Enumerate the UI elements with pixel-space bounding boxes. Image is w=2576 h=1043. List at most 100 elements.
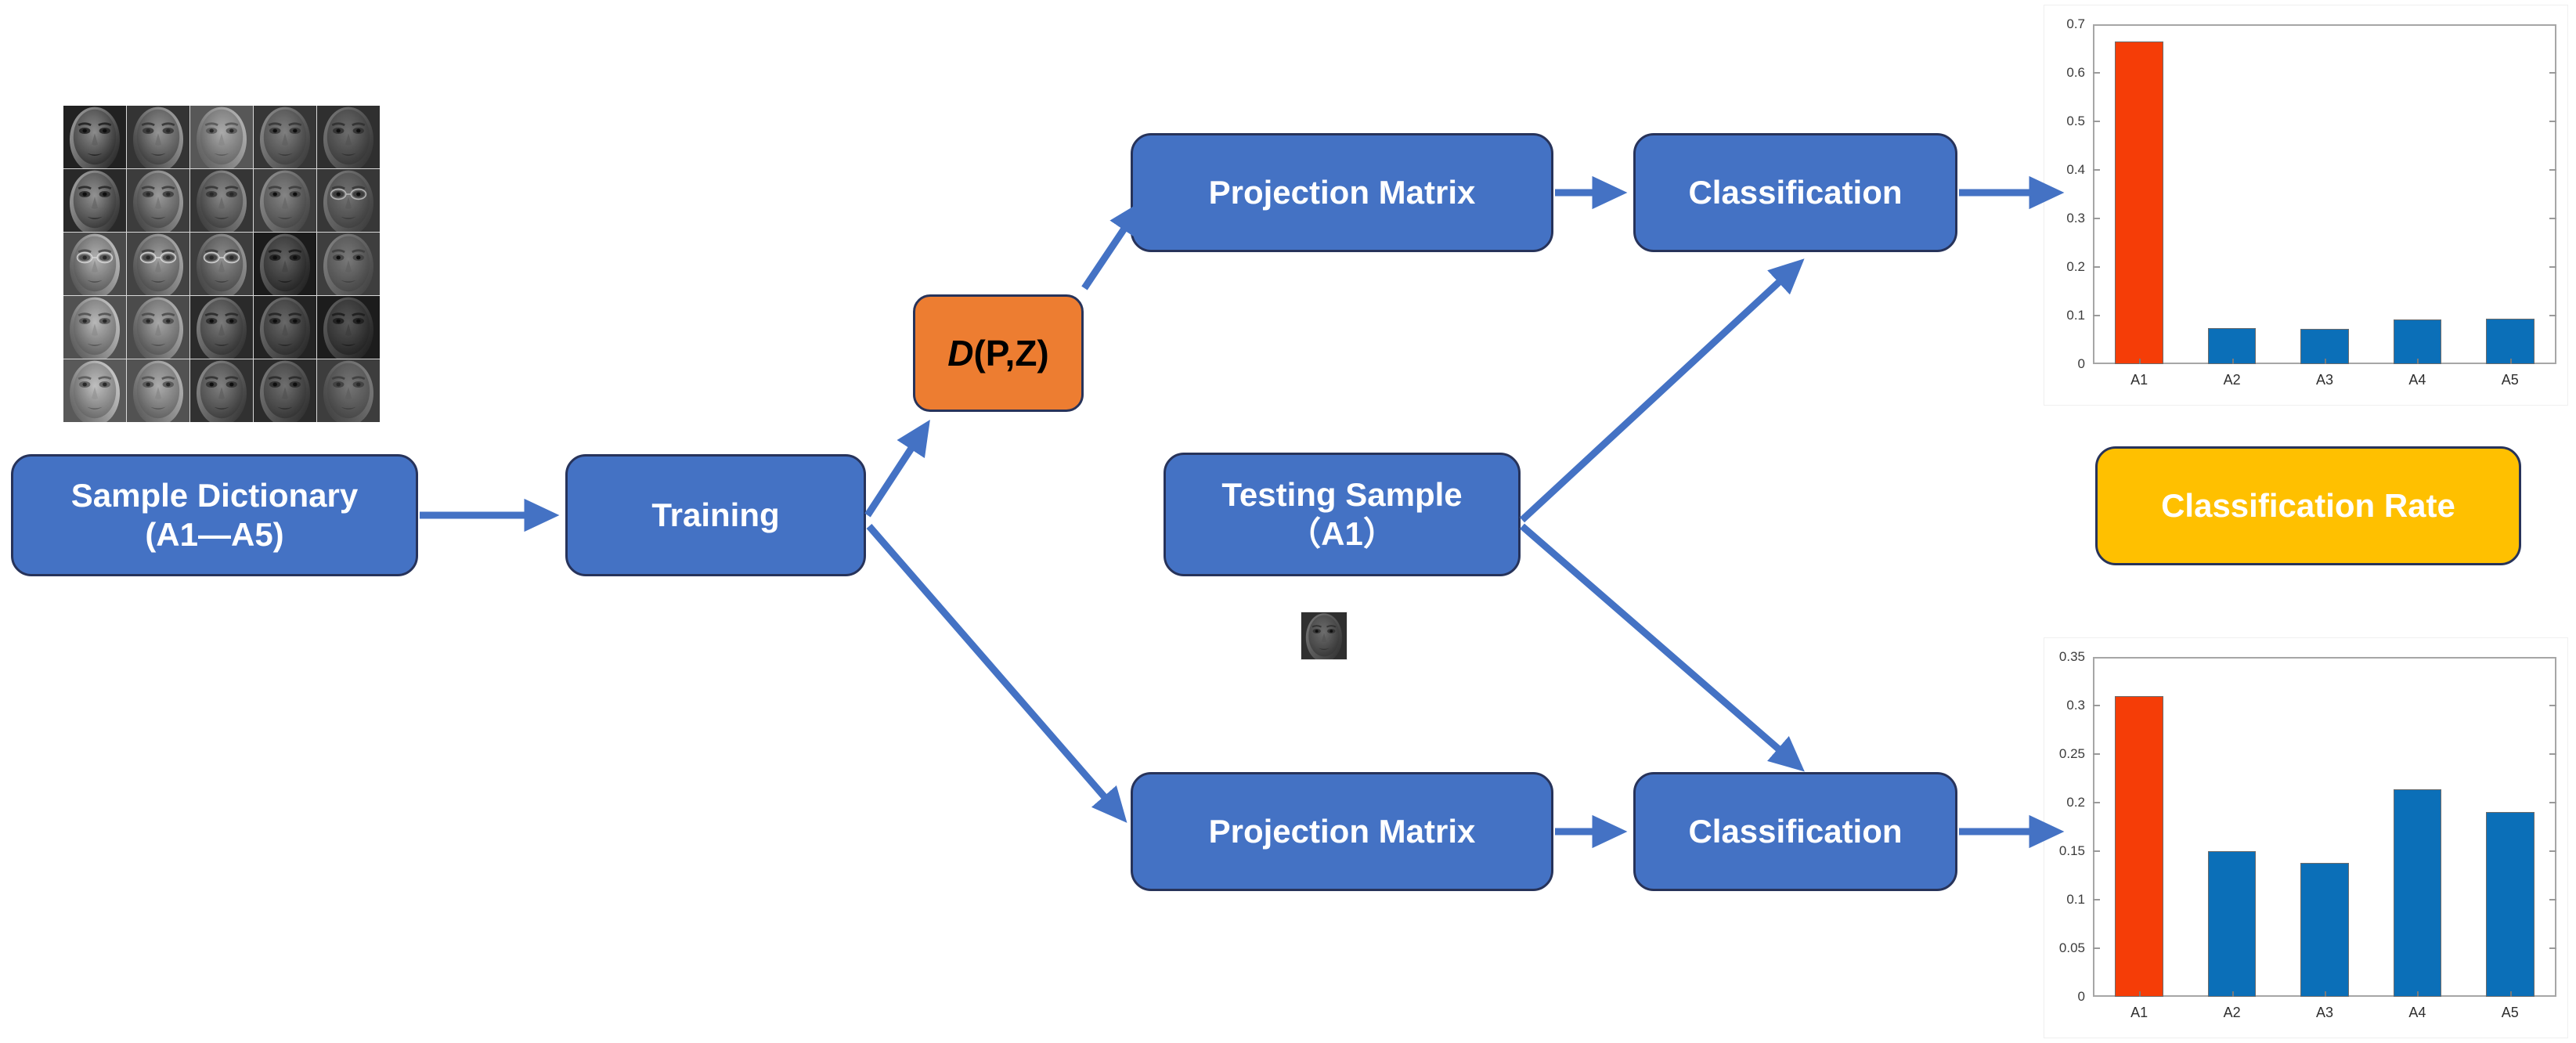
projection-matrix-top-label: Projection Matrix: [1208, 174, 1476, 211]
y-axis-tick-mark: [2549, 315, 2556, 316]
y-axis-tick-label: 0: [2077, 356, 2085, 371]
y-axis-tick-mark: [2549, 121, 2556, 122]
y-axis-tick-mark: [2093, 315, 2100, 316]
face-sample-tile: [317, 296, 380, 359]
arrow-dpz-to-projection-top: [1081, 200, 1144, 291]
y-axis-tick-label: 0.15: [2058, 843, 2085, 858]
x-axis-tick-mark: [2325, 359, 2326, 364]
y-axis-tick-mark: [2549, 850, 2556, 852]
bar: [2486, 318, 2535, 364]
node-testing-sample[interactable]: Testing Sample （A1）: [1164, 453, 1521, 576]
x-axis-tick-mark: [2139, 359, 2141, 364]
face-sample-tile: [190, 106, 253, 168]
x-axis-tick-label: A1: [2130, 372, 2148, 388]
y-axis-tick-label: 0.35: [2058, 649, 2085, 664]
face-sample-tile: [254, 359, 316, 422]
y-axis-tick-mark: [2549, 899, 2556, 900]
training-label: Training: [651, 496, 780, 534]
y-axis-tick-mark: [2093, 121, 2100, 122]
face-sample-tile: [190, 359, 253, 422]
node-distance-dpz[interactable]: D(P,Z): [913, 294, 1084, 412]
y-axis-tick-label: 0.6: [2066, 65, 2085, 80]
distance-args: (P,Z): [973, 332, 1049, 374]
bar: [2115, 695, 2163, 997]
x-axis-tick-mark: [2139, 991, 2141, 997]
y-axis-tick-mark: [2093, 947, 2100, 949]
x-axis-tick-mark: [2417, 991, 2419, 997]
sample-dictionary-line1: Sample Dictionary: [70, 477, 359, 514]
testing-sample-line1: Testing Sample: [1221, 476, 1463, 514]
x-axis-tick-label: A3: [2315, 1005, 2333, 1020]
testing-face-thumbnail-image: [1301, 612, 1347, 659]
y-axis-tick-mark: [2093, 850, 2100, 852]
y-axis-tick-label: 0.2: [2066, 259, 2085, 274]
classification-top-label: Classification: [1688, 174, 1903, 211]
x-axis-tick-label: A4: [2408, 372, 2426, 388]
node-classification-rate[interactable]: Classification Rate: [2095, 446, 2521, 565]
face-sample-tile: [190, 233, 253, 295]
testing-sample-line2: （A1）: [1288, 515, 1396, 552]
y-axis-tick-mark: [2093, 753, 2100, 755]
x-axis-tick-label: A2: [2223, 1005, 2241, 1020]
y-axis-tick-label: 0.05: [2058, 940, 2085, 955]
y-axis-tick-label: 0.2: [2066, 795, 2085, 810]
face-sample-tile: [254, 169, 316, 232]
y-axis-tick-label: 0.1: [2066, 892, 2085, 907]
face-sample-tile: [190, 169, 253, 232]
plot-area: [2093, 24, 2556, 364]
arrow-testing-to-classification-bottom: [1520, 523, 1805, 772]
distance-symbol: D: [947, 332, 974, 374]
face-sample-tile: [317, 169, 380, 232]
x-axis-tick-mark: [2417, 359, 2419, 364]
classification-bottom-label: Classification: [1688, 813, 1903, 850]
y-axis-tick-mark: [2093, 266, 2100, 268]
face-sample-tile: [190, 296, 253, 359]
y-axis-tick-mark: [2549, 947, 2556, 949]
face-sample-tile: [63, 359, 126, 422]
face-sample-tile: [127, 359, 189, 422]
face-sample-tile: [254, 106, 316, 168]
y-axis-tick-label: 0.3: [2066, 698, 2085, 713]
node-classification-top[interactable]: Classification: [1633, 133, 1957, 252]
x-axis-tick-label: A4: [2408, 1005, 2426, 1020]
bar: [2393, 319, 2442, 364]
y-axis-tick-mark: [2549, 705, 2556, 706]
node-projection-matrix-top[interactable]: Projection Matrix: [1131, 133, 1553, 252]
y-axis-tick-mark: [2093, 72, 2100, 74]
bar: [2115, 41, 2163, 364]
y-axis-tick-mark: [2549, 753, 2556, 755]
y-axis-tick-mark: [2549, 802, 2556, 803]
y-axis-tick-mark: [2549, 218, 2556, 219]
y-axis-tick-mark: [2093, 169, 2100, 171]
y-axis-tick-label: 0.3: [2066, 211, 2085, 226]
x-axis-tick-label: A5: [2501, 372, 2519, 388]
face-sample-tile: [127, 106, 189, 168]
node-projection-matrix-bottom[interactable]: Projection Matrix: [1131, 772, 1553, 891]
x-axis-tick-mark: [2509, 991, 2512, 997]
y-axis-tick-mark: [2093, 802, 2100, 803]
bar: [2300, 862, 2349, 997]
y-axis-tick-label: 0.1: [2066, 308, 2085, 323]
y-axis-tick-label: 0.7: [2066, 16, 2085, 31]
x-axis-tick-mark: [2509, 359, 2512, 364]
face-sample-tile: [127, 169, 189, 232]
node-classification-bottom[interactable]: Classification: [1633, 772, 1957, 891]
arrow-training-to-dpz: [864, 419, 930, 518]
y-axis-tick-mark: [2093, 218, 2100, 219]
node-training[interactable]: Training: [565, 454, 866, 576]
y-axis-tick-label: 0.5: [2066, 114, 2085, 128]
x-axis-tick-mark: [2231, 991, 2234, 997]
sample-face-grid-image: [63, 106, 380, 422]
arrow-testing-to-classification-top: [1519, 258, 1805, 523]
y-axis-tick-mark: [2093, 899, 2100, 900]
x-axis-tick-mark: [2325, 991, 2326, 997]
y-axis-tick-label: 0.4: [2066, 162, 2085, 177]
x-axis-tick-mark: [2231, 359, 2234, 364]
face-sample-tile: [317, 359, 380, 422]
bar: [2300, 328, 2349, 364]
face-sample-tile: [63, 296, 126, 359]
node-sample-dictionary[interactable]: Sample Dictionary (A1—A5): [11, 454, 418, 576]
